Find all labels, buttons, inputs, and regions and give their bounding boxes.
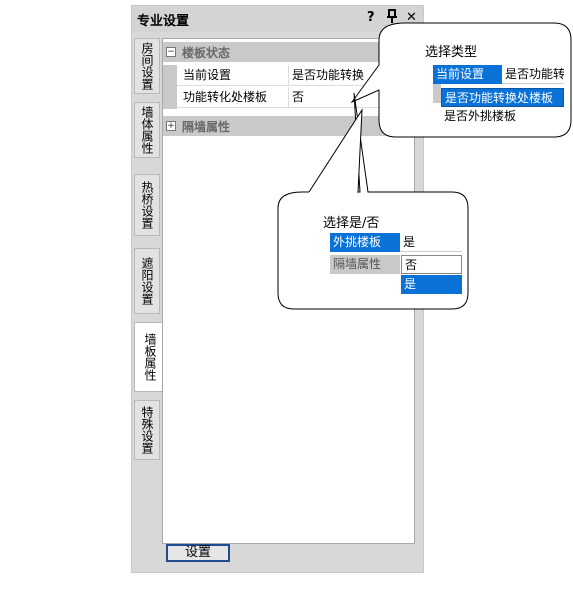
expand-icon[interactable]: + [166, 121, 176, 131]
property-value[interactable]: 是否功能转换 [289, 65, 416, 86]
panel-title: 专业设置 [137, 14, 190, 29]
callout-type-title: 选择类型 [425, 45, 478, 60]
callout-yesno-title: 选择是/否 [323, 216, 380, 231]
dropdown-option-yes[interactable]: 是 [401, 275, 462, 294]
tab-shading-settings[interactable]: 遮阳设置 [134, 248, 160, 314]
row-gutter [433, 84, 441, 103]
tab-slab-properties[interactable]: 墙板属性 [134, 322, 162, 392]
property-value[interactable]: 否 [289, 87, 416, 108]
cantilever-slab-value[interactable]: 是 [400, 233, 462, 252]
tab-wall-properties[interactable]: 墙体属性 [134, 102, 160, 158]
property-key: 功能转化处楼板 [177, 87, 289, 108]
dropdown-option-cantilever-slab[interactable]: 是否外挑楼板 [441, 107, 564, 126]
tab-thermal-bridge[interactable]: 热桥设置 [134, 174, 160, 236]
row-gutter [163, 65, 177, 87]
category-label: 楼板状态 [182, 46, 231, 60]
close-icon[interactable]: ✕ [406, 10, 417, 25]
current-setting-key: 当前设置 [433, 65, 502, 84]
category-label: 隔墙属性 [182, 120, 231, 134]
dropdown-option-function-conversion-slab[interactable]: 是否功能转换处楼板 [441, 88, 564, 107]
cantilever-slab-key: 外挑楼板 [330, 233, 400, 252]
property-row[interactable]: 当前设置 是否功能转换 [163, 65, 416, 87]
panel-titlebar: 专业设置 ? ✕ [132, 6, 423, 32]
collapse-icon[interactable]: − [166, 47, 176, 57]
pin-icon[interactable] [386, 9, 398, 28]
partition-properties-key: 隔墙属性 [330, 255, 400, 274]
row-gutter [163, 87, 177, 109]
property-row[interactable]: 功能转化处楼板 否 [163, 87, 416, 109]
tab-room-settings[interactable]: 房间设置 [134, 38, 160, 94]
dropdown-option-no[interactable]: 否 [401, 255, 462, 274]
category-slab-status[interactable]: − 楼板状态 [163, 42, 414, 62]
tab-special-settings[interactable]: 特殊设置 [134, 400, 160, 460]
help-icon[interactable]: ? [367, 10, 375, 25]
property-key: 当前设置 [177, 65, 289, 86]
current-setting-value[interactable]: 是否功能转 [502, 65, 564, 84]
settings-button[interactable]: 设置 [166, 544, 230, 562]
